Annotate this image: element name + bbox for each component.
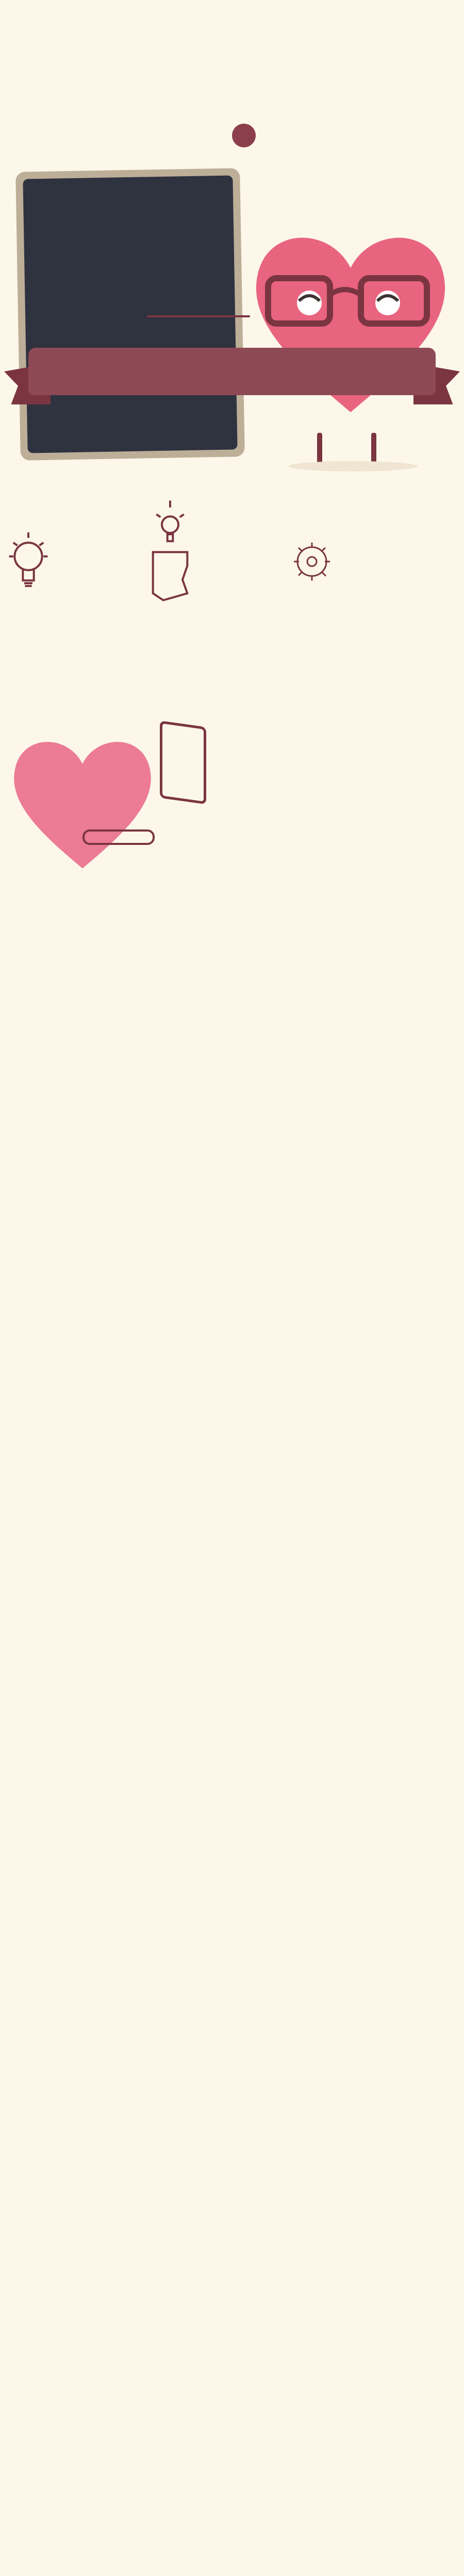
- mascot-leg-right: [371, 433, 376, 464]
- gear-icon: [291, 538, 333, 585]
- pointer-stick: [147, 315, 250, 317]
- intro-heading-line1: [49, 196, 218, 199]
- intro-text: [39, 223, 218, 226]
- ampersand-badge: [232, 124, 256, 147]
- chalkboard: [15, 168, 245, 461]
- intro-heading-line2: [49, 196, 218, 199]
- heart-computer-illustration: [8, 726, 157, 876]
- banner-what-is-eq: [0, 348, 464, 404]
- head-lightbulb-icon: [150, 489, 191, 608]
- keyboard-icon: [82, 829, 155, 845]
- mascot-leg-left: [317, 433, 322, 464]
- mascot-shadow: [289, 461, 418, 471]
- monitor-icon: [160, 720, 206, 805]
- lightbulb-icon: [8, 526, 49, 608]
